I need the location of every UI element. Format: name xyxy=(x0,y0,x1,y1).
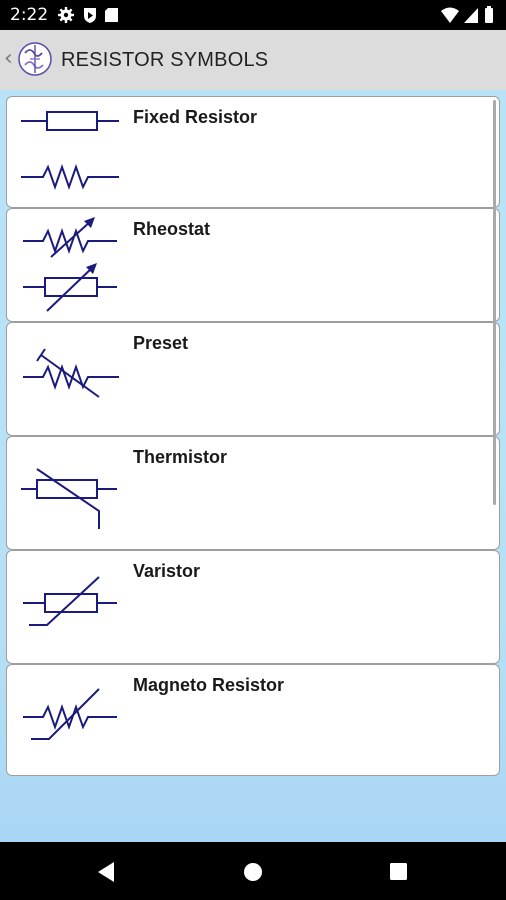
symbol-card-preset[interactable]: Preset xyxy=(6,322,500,436)
fixed-resistor-symbol-icon xyxy=(21,111,119,191)
back-triangle-icon[interactable] xyxy=(92,857,122,887)
preset-symbol-icon xyxy=(23,348,119,398)
status-right-icons xyxy=(441,6,493,23)
wifi-icon xyxy=(441,7,459,23)
magneto-resistor-symbol-icon xyxy=(23,688,117,740)
symbol-card-fixed-resistor[interactable]: Fixed Resistor xyxy=(6,96,500,208)
symbol-card-magneto-resistor[interactable]: Magneto Resistor xyxy=(6,664,500,776)
rheostat-symbol-icon xyxy=(23,217,117,312)
gear-icon xyxy=(58,7,74,23)
symbol-name: Fixed Resistor xyxy=(133,107,258,127)
symbol-name: Magneto Resistor xyxy=(133,675,285,695)
thermistor-symbol-icon xyxy=(21,468,117,529)
scrollbar[interactable] xyxy=(493,100,496,505)
symbol-card-thermistor[interactable]: Thermistor xyxy=(6,436,500,550)
cellular-signal-icon xyxy=(464,8,478,23)
chevron-left-icon[interactable]: ‹ xyxy=(4,46,13,71)
battery-icon xyxy=(485,6,493,23)
symbol-name: Preset xyxy=(133,333,189,353)
symbol-name: Thermistor xyxy=(133,447,228,467)
status-bar: 2:22 xyxy=(0,0,506,30)
symbol-name: Varistor xyxy=(133,561,201,581)
home-circle-icon[interactable] xyxy=(238,857,268,887)
sd-card-icon xyxy=(105,8,118,22)
page-title: RESISTOR SYMBOLS xyxy=(61,49,269,71)
symbol-card-rheostat[interactable]: Rheostat xyxy=(6,208,500,322)
symbol-name: Rheostat xyxy=(133,219,211,239)
recents-square-icon[interactable] xyxy=(384,857,414,887)
app-bar: ‹ RESISTOR SYMBOLS xyxy=(0,30,506,90)
symbol-card-varistor[interactable]: Varistor xyxy=(6,550,500,664)
main-content: Fixed Resistor Rheostat xyxy=(0,90,506,842)
play-protect-icon xyxy=(84,8,96,23)
system-nav-bar xyxy=(0,842,506,900)
app-logo-icon xyxy=(18,42,52,76)
status-left-icons xyxy=(58,7,118,23)
status-time: 2:22 xyxy=(10,5,49,25)
varistor-symbol-icon xyxy=(23,576,117,626)
